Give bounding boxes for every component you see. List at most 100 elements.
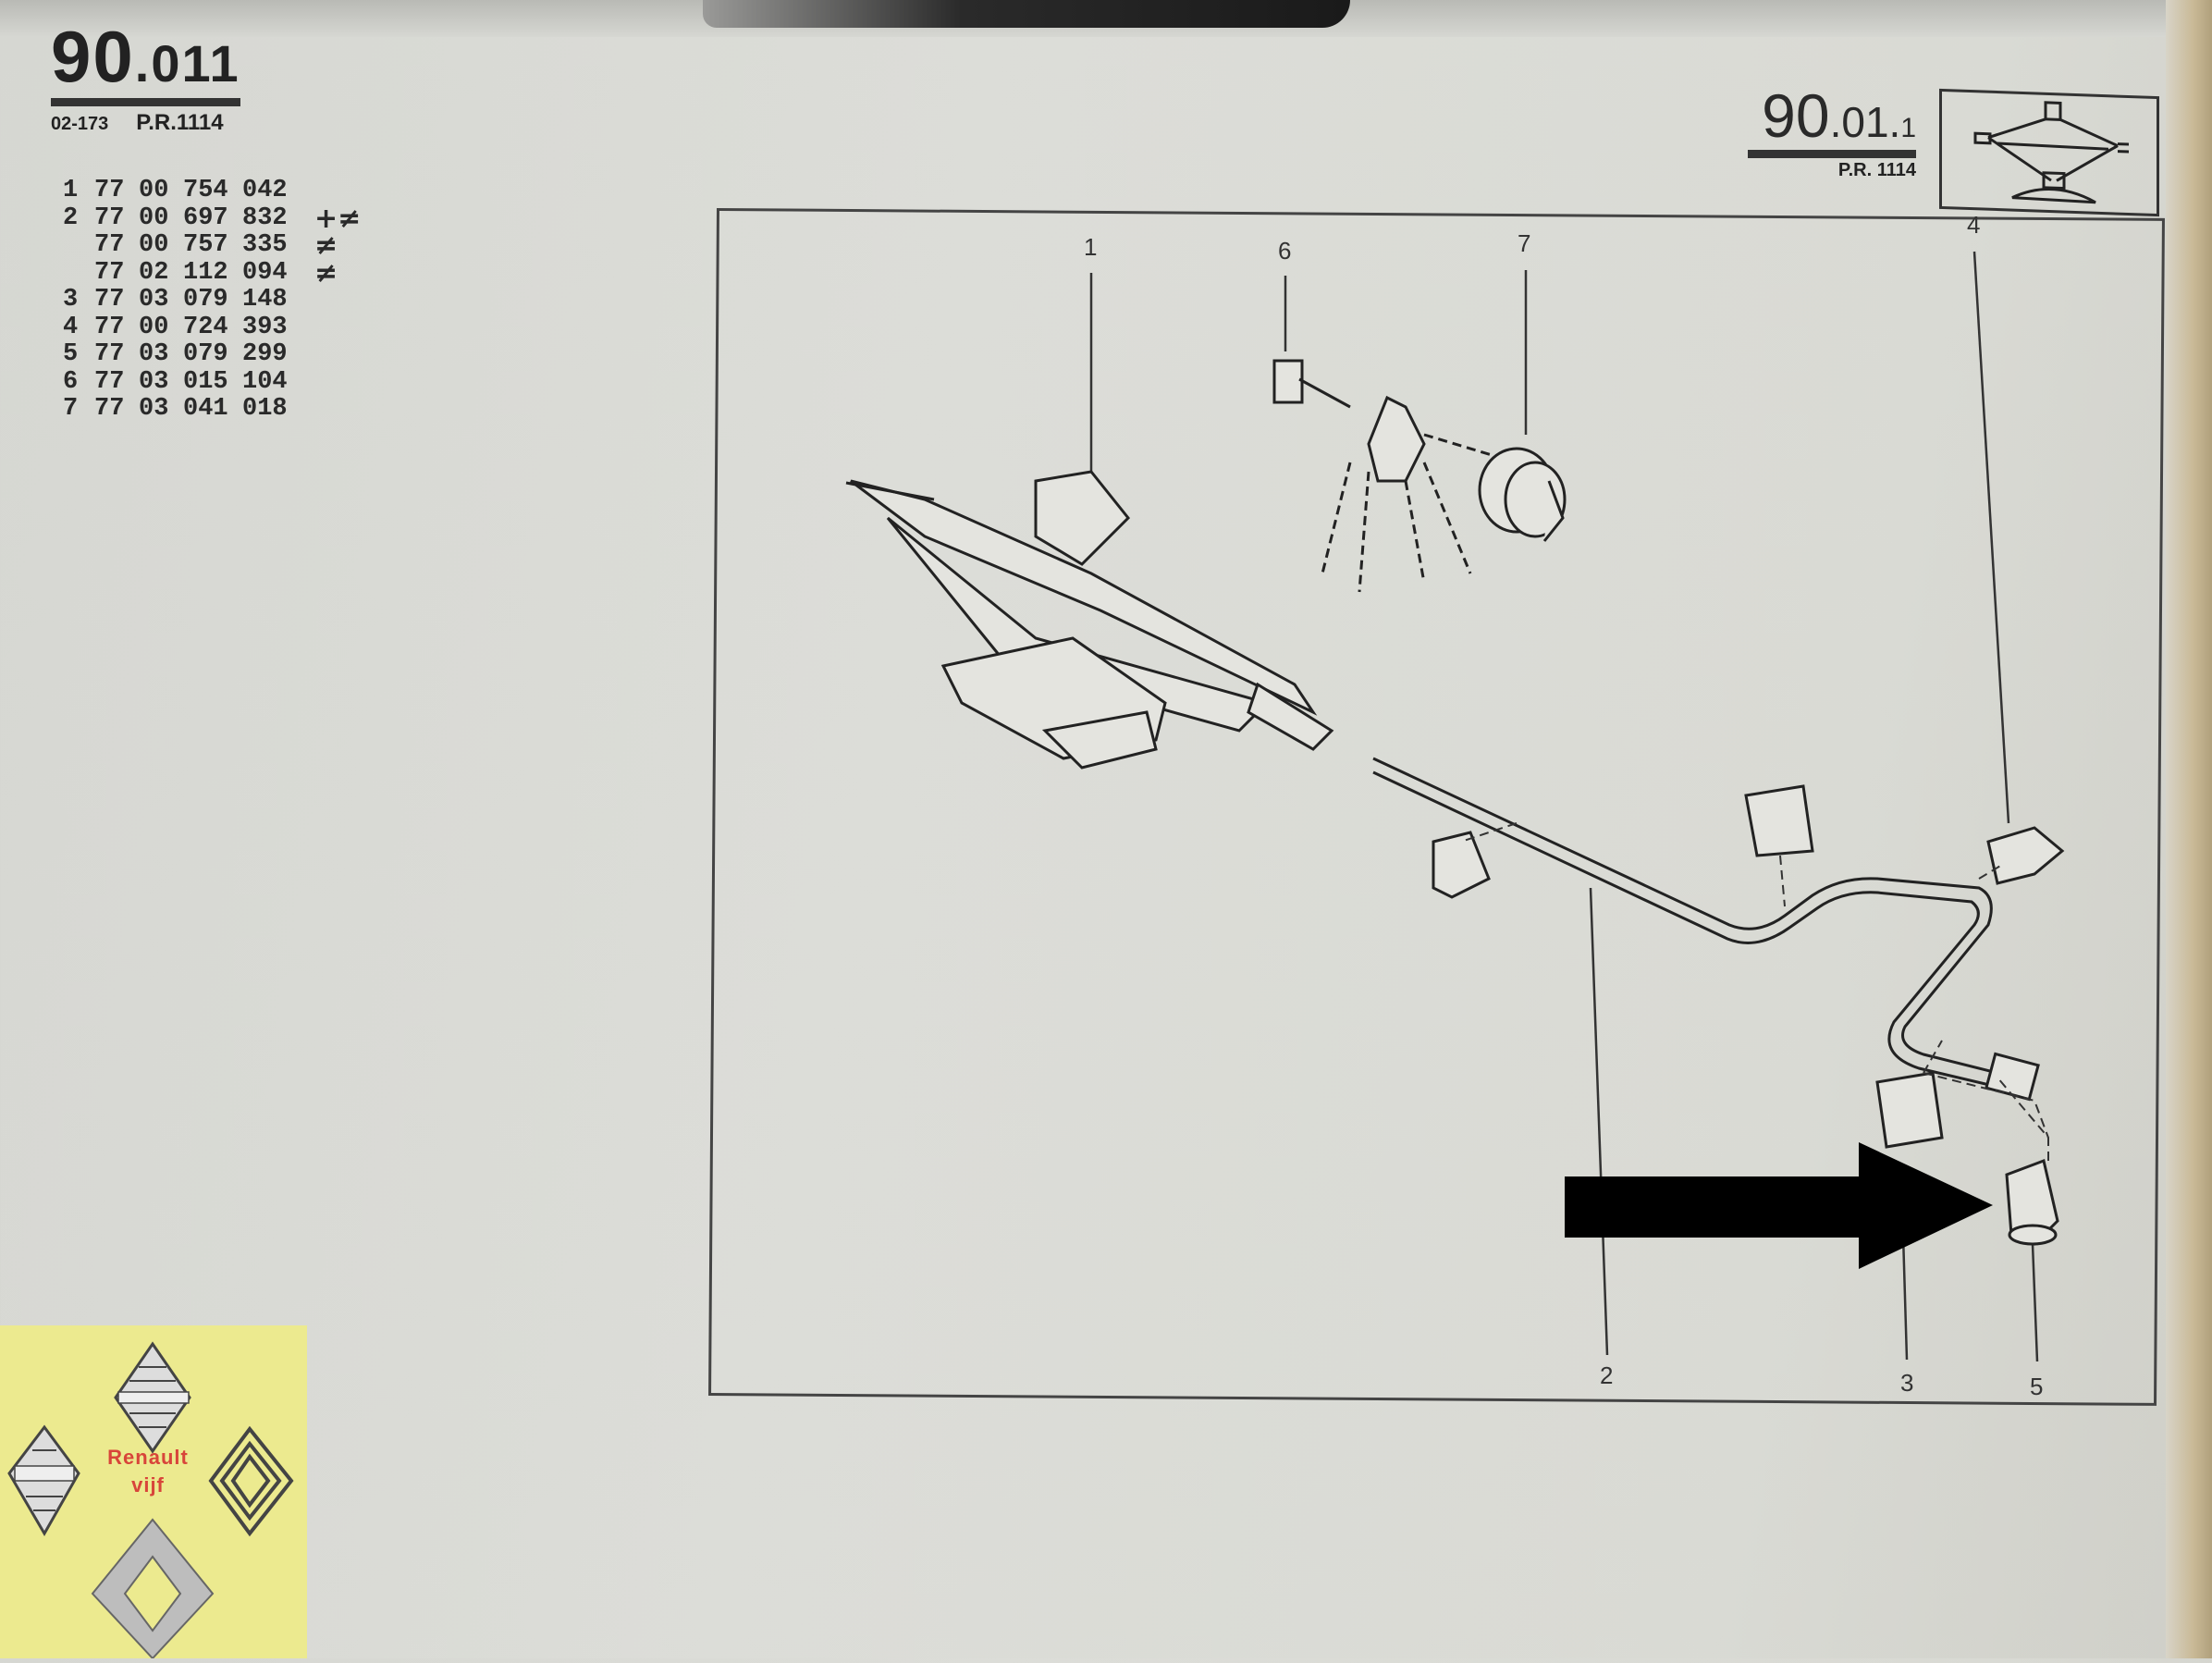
part-number-group: 724 — [183, 313, 228, 341]
renault-emblem-1940s — [7, 1424, 80, 1537]
part-number-group: 094 — [242, 258, 288, 287]
part-number-group: 00 — [139, 231, 169, 259]
part-number-group: 77 — [94, 286, 125, 314]
part-number-group: 018 — [242, 395, 288, 423]
section-main: 90 — [1762, 81, 1830, 150]
parts-list-row: 3 77 03 079 148 — [63, 286, 361, 314]
section-main: 90 — [51, 16, 135, 97]
header-rule — [1748, 150, 1916, 158]
leader-line-5 — [2031, 1243, 2039, 1362]
part-number-group: 03 — [139, 286, 169, 314]
leader-line-2 — [1589, 887, 1609, 1356]
part-number-group: 03 — [139, 340, 169, 368]
attachment-dashed-lines — [1460, 822, 2049, 1161]
part-ref: 4 — [63, 313, 79, 341]
section-icon-box — [1939, 88, 2159, 217]
part-number-group: 832 — [242, 203, 288, 232]
parts-list-row: 77 00 757 335 ≠ — [63, 229, 361, 262]
part-ref: 5 — [63, 340, 79, 368]
section-sub: .011 — [134, 34, 240, 92]
part-number-group: 02 — [139, 258, 169, 287]
part-number-group: 112 — [183, 258, 228, 287]
part-number-group: 079 — [183, 286, 228, 314]
right-page-header: 90.01.1 P.R. 1114 — [1748, 85, 1916, 181]
part-number-group: 015 — [183, 367, 228, 396]
part-number-group: 77 — [94, 313, 125, 341]
renault-emblems — [7, 1341, 294, 1660]
part-number-group: 148 — [242, 286, 288, 314]
parts-list-row: 5 77 03 079 299 — [63, 340, 361, 369]
logo-caption: Renault vijf — [92, 1444, 203, 1499]
leader-line-4 — [1972, 251, 2010, 824]
callout-1: 1 — [1084, 233, 1098, 261]
callout-3: 3 — [1900, 1369, 1914, 1397]
part-number-group: 03 — [139, 395, 169, 423]
left-page-header: 90.011 02-173 P.R.1114 — [51, 20, 252, 136]
renault-emblem-1950s — [114, 1341, 191, 1454]
renault-emblem-1972 — [208, 1425, 294, 1537]
scissor-jack-drawing — [845, 470, 1334, 770]
part-number-group: 77 — [94, 395, 125, 423]
part-number-group: 00 — [139, 177, 169, 204]
part-number-group: 104 — [242, 367, 288, 396]
parts-list-row: 77 02 112 094 ≠ — [63, 256, 361, 289]
part-ref: 3 — [63, 286, 79, 314]
section-index: 1 — [1900, 113, 1916, 143]
callout-7: 7 — [1518, 229, 1531, 257]
renault-vijf-logo: Renault vijf — [0, 1325, 307, 1660]
part-ref: 1 — [63, 177, 79, 204]
page-code: 02-173 — [51, 114, 109, 134]
section-number: 90.011 — [51, 20, 252, 92]
part-number-group: 697 — [183, 203, 228, 232]
section-sub: .01. — [1829, 98, 1901, 146]
pr-number: P.R. 1114 — [1837, 160, 1916, 180]
callout-6: 6 — [1278, 237, 1292, 265]
parts-list-row: 1 77 00 754 042 — [63, 177, 361, 205]
jack-handle-rod — [1372, 757, 2040, 1102]
pointer-arrow — [1565, 1142, 1993, 1269]
part-number-group: 299 — [242, 340, 288, 368]
renault-emblem-modern — [91, 1518, 215, 1660]
page-edge — [2166, 0, 2212, 1658]
part-number-group: 042 — [242, 177, 288, 204]
part-note-mark: +≠ — [314, 202, 362, 235]
part-number-group: 03 — [139, 367, 169, 396]
leader-line-3 — [1901, 1234, 1909, 1361]
part-ref: 6 — [63, 367, 79, 396]
part-number-group: 335 — [242, 231, 288, 259]
part-number-group: 754 — [183, 177, 228, 204]
part-number-group: 77 — [94, 340, 125, 368]
parts-list-row: 4 77 00 724 393 — [63, 314, 361, 342]
callout-4: 4 — [1967, 211, 1981, 239]
part-note-mark: ≠ — [314, 229, 338, 262]
part-number-group: 77 — [94, 177, 125, 204]
part-number-group: 079 — [183, 340, 228, 368]
scissor-jack-icon — [1973, 101, 2129, 204]
part-number-group: 041 — [183, 395, 228, 423]
part-number-group: 77 — [94, 231, 125, 259]
callout-5: 5 — [2030, 1373, 2044, 1400]
callout-2: 2 — [1600, 1361, 1614, 1389]
part-ref: 2 — [63, 203, 79, 232]
part-ref: 7 — [63, 395, 79, 423]
clip-drawings — [1432, 784, 2065, 1246]
part-number-group: 00 — [139, 313, 169, 341]
pr-number: P.R.1114 — [136, 110, 224, 135]
knob-drawing — [1478, 447, 1567, 542]
part-number-group: 393 — [242, 313, 288, 341]
logo-line-1: Renault — [107, 1446, 189, 1469]
section-number: 90.01.1 — [1748, 85, 1916, 146]
logo-line-2: vijf — [131, 1473, 165, 1497]
part-note-mark: ≠ — [314, 256, 338, 289]
part-number-group: 77 — [94, 367, 125, 396]
header-rule — [51, 98, 240, 106]
part-number-group: 77 — [94, 258, 125, 287]
parts-list-row: 2 77 00 697 832 +≠ — [63, 202, 362, 235]
part-number-group: 757 — [183, 231, 228, 259]
part-number-group: 77 — [94, 203, 125, 232]
photo-background-object — [703, 0, 1350, 28]
part-number-group: 00 — [139, 203, 169, 232]
